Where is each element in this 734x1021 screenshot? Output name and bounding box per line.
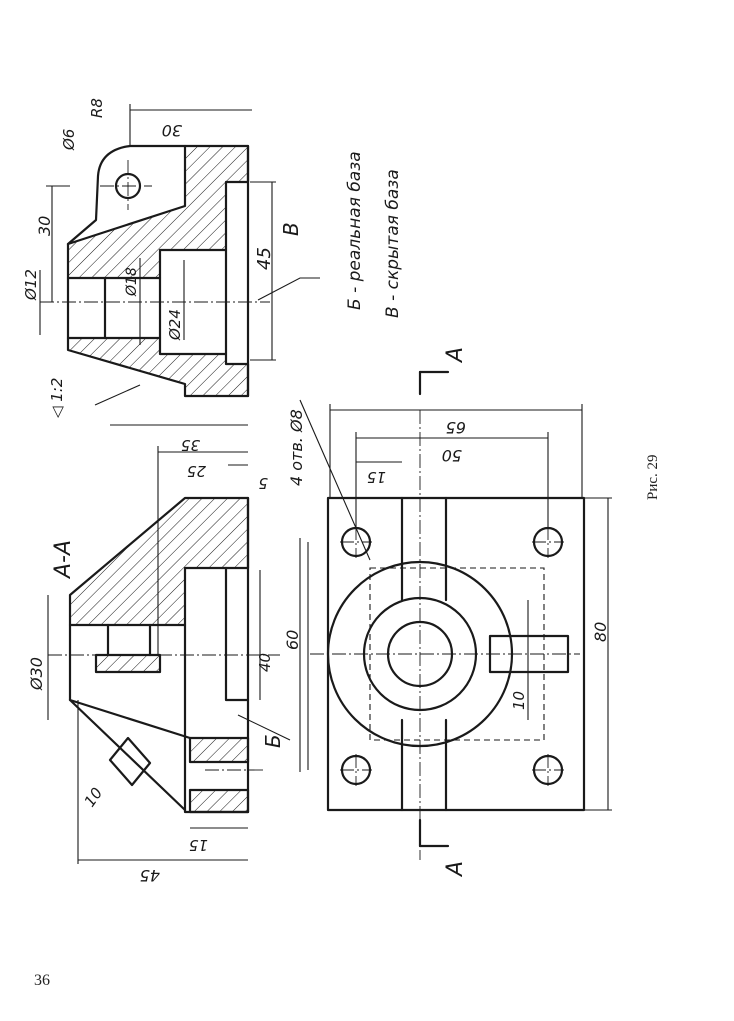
real-base-letter: Б <box>261 734 285 748</box>
dim-30-side: 30 <box>35 216 54 236</box>
dim-45-side: 45 <box>254 247 275 270</box>
dim-15-plan: 15 <box>367 468 386 486</box>
section-view <box>47 424 301 864</box>
dim-taper: ◁ 1:2 <box>48 378 66 418</box>
dim-d6: Ø6 <box>60 129 78 151</box>
side-section-lower <box>66 336 250 398</box>
dim-80: 80 <box>591 622 610 642</box>
section-hatch-upper <box>68 496 250 627</box>
dim-50: 50 <box>442 446 462 465</box>
dim-holes: 4 отв. Ø8 <box>287 409 306 486</box>
dim-10-slot: 10 <box>81 784 107 810</box>
dim-65: 65 <box>446 418 466 437</box>
dim-25: 25 <box>187 462 206 480</box>
dim-d12: Ø12 <box>22 269 40 301</box>
dim-10-plan: 10 <box>510 691 528 710</box>
hidden-base-letter: В <box>279 222 303 236</box>
section-title: А-А <box>51 540 76 580</box>
cut-letter-bottom: А <box>443 861 468 878</box>
dim-60: 60 <box>283 630 302 650</box>
dim-30-top: 30 <box>162 121 182 140</box>
dim-d18: Ø18 <box>124 267 140 297</box>
dim-45-front: 45 <box>140 866 160 885</box>
dim-5: 5 <box>258 474 268 492</box>
dim-d24: Ø24 <box>166 309 184 341</box>
dim-35: 35 <box>181 436 200 454</box>
dim-r8: R8 <box>88 98 106 118</box>
section-hatch-bottom <box>188 788 250 814</box>
section-hatch-lower <box>188 736 250 764</box>
plan-view <box>299 370 612 860</box>
legend-line-1: Б - реальная база <box>345 151 365 310</box>
figure-caption: Рис. 29 <box>645 454 661 500</box>
dim-d30: Ø30 <box>27 657 46 691</box>
cut-letter-top: А <box>443 347 468 364</box>
dim-15-bottom: 15 <box>189 836 208 854</box>
side-view <box>39 104 320 406</box>
dim-40: 40 <box>256 653 274 672</box>
page-number: 36 <box>34 972 50 989</box>
legend-line-2: В - скрытая база <box>383 169 403 318</box>
side-section-upper <box>66 144 250 280</box>
